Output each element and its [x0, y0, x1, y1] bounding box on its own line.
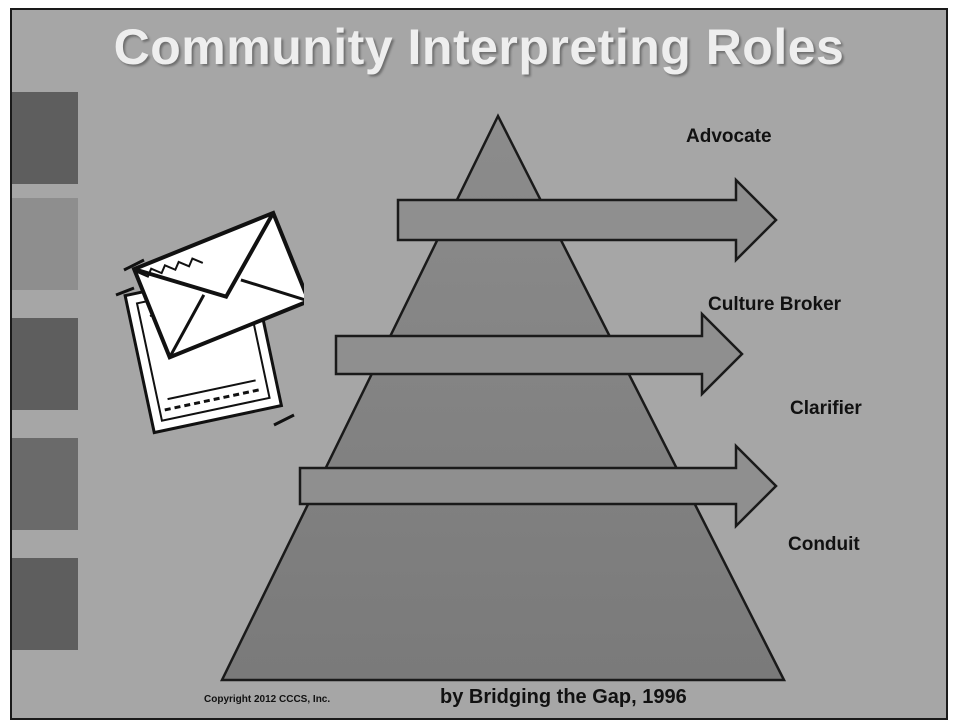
slide: Community Interpreting Roles — [10, 8, 948, 720]
role-label-advocate: Advocate — [686, 126, 772, 147]
role-arrow-culture-broker — [334, 310, 744, 398]
side-decor-block — [12, 198, 78, 290]
side-decor-block — [12, 92, 78, 184]
side-decor-block — [12, 558, 78, 650]
slide-title: Community Interpreting Roles — [113, 19, 845, 75]
role-label-culture-broker: Culture Broker — [708, 294, 842, 315]
side-decor-block — [12, 318, 78, 410]
envelope-icon — [115, 210, 304, 435]
pyramid — [219, 113, 787, 682]
source-citation: by Bridging the Gap, 1996 — [440, 686, 687, 708]
copyright-text: Copyright 2012 CCCS, Inc. — [204, 694, 331, 705]
role-arrow-advocate — [396, 176, 778, 264]
roles-pyramid-diagram — [219, 113, 787, 682]
role-label-conduit: Conduit — [788, 534, 860, 555]
role-arrow-conduit — [298, 442, 778, 530]
role-label-clarifier: Clarifier — [790, 398, 862, 419]
side-decor-block — [12, 438, 78, 530]
